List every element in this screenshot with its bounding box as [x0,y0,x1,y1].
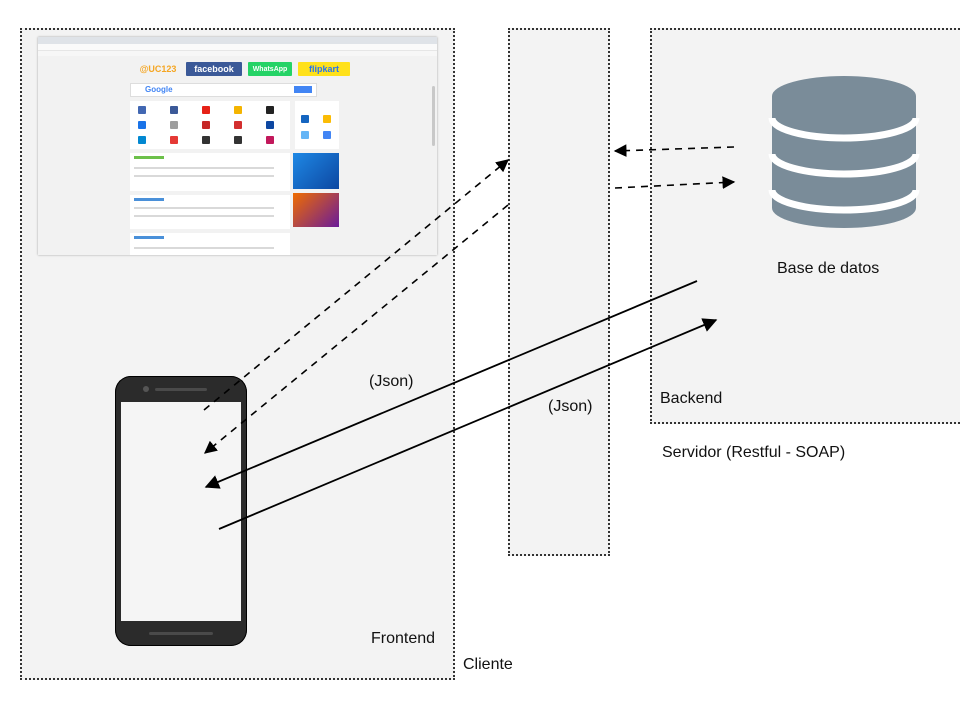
shortcut-icon [170,106,178,114]
shortcut-icon [266,121,274,129]
shortcut-icon [138,106,146,114]
shortcut-side-panel [295,101,339,149]
logo-uc123: @UC123 [139,64,177,74]
logo-flipkart: flipkart [298,62,350,76]
list-line [134,207,274,209]
browser-page-body: @UC123 facebook WhatsApp flipkart Google [38,56,437,255]
link-list-1 [130,153,290,191]
list-line [134,175,274,177]
shortcut-icon [138,136,146,144]
list-line [134,167,274,169]
shortcut-icon [202,136,210,144]
smartphone-icon [115,376,247,646]
servidor-label: Servidor (Restful - SOAP) [662,444,846,461]
json-label-right: (Json) [548,398,593,415]
shortcut-icon [170,121,178,129]
list-line [134,247,274,249]
link-list-2 [130,195,290,229]
shortcut-icon [138,121,146,129]
list-title [134,156,164,159]
shortcut-icon [323,131,331,139]
dashed-arrow-db-to-middleware [613,144,735,158]
shortcut-icon [301,131,309,139]
list-title [134,198,164,201]
shortcut-icon [234,106,242,114]
shortcut-icon [323,115,331,123]
phone-speaker [155,388,207,391]
phone-screen [121,402,241,621]
promo-banner-1 [293,153,339,189]
backend-label: Backend [660,390,723,407]
shortcut-icon [266,106,274,114]
shortcut-icon [202,106,210,114]
browser-tab-bar [38,37,437,44]
dashed-arrow-middleware-to-db [614,176,736,189]
shortcut-icon [301,115,309,123]
search-box: Google [130,83,317,97]
middleware-panel [508,28,610,556]
shortcut-icon [266,136,274,144]
database-label: Base de datos [777,260,880,277]
scrollbar [432,86,435,146]
cliente-label: Cliente [463,656,513,673]
phone-camera [143,386,149,392]
promo-banner-2 [293,193,339,227]
logo-facebook: facebook [186,62,242,76]
browser-address-bar [38,44,437,51]
logo-whatsapp: WhatsApp [248,62,292,76]
search-button [294,86,312,93]
browser-screenshot: @UC123 facebook WhatsApp flipkart Google [38,37,437,255]
frontend-label: Frontend [371,630,436,647]
link-list-3 [130,233,290,255]
site-logo-row: @UC123 facebook WhatsApp flipkart [136,62,350,77]
solid-arrow-phone-to-backend [218,318,718,530]
list-title [134,236,164,239]
database-icon [768,76,920,228]
shortcut-icon [202,121,210,129]
json-label-left: (Json) [369,373,414,390]
shortcut-icon [170,136,178,144]
google-wordmark: Google [145,85,173,94]
shortcut-grid [130,101,290,149]
shortcut-icon [234,121,242,129]
solid-arrow-backend-to-phone [204,280,698,489]
dashed-arrow-phone-to-middleware [203,159,509,411]
shortcut-icon [234,136,242,144]
dashed-arrow-middleware-to-phone [204,204,509,454]
phone-speaker-bottom [149,632,213,635]
list-line [134,215,274,217]
